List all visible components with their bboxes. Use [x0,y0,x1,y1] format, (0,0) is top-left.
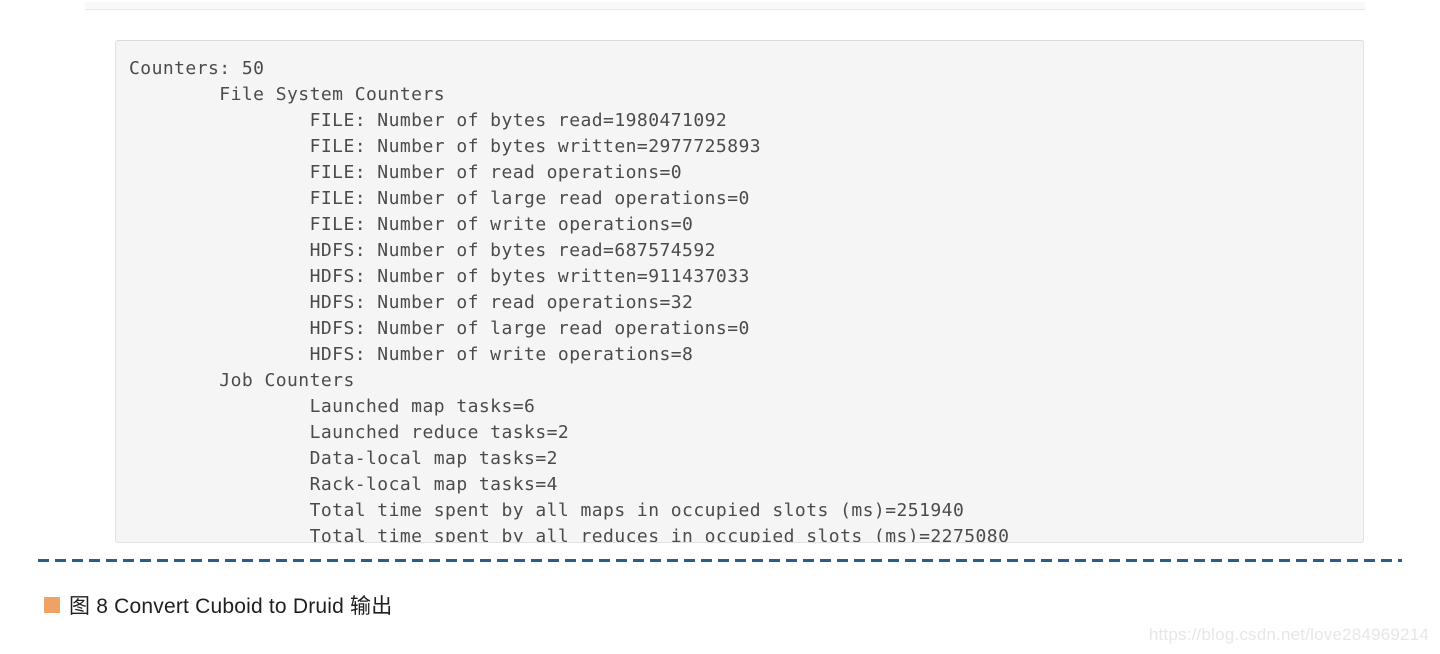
caption-text: 图 8 Convert Cuboid to Druid 输出 [69,595,393,618]
figure-caption: 图 8 Convert Cuboid to Druid 输出 [44,592,392,618]
watermark: https://blog.csdn.net/love284969214 [1148,625,1429,644]
console-output-box: Counters: 50 File System Counters FILE: … [115,40,1364,543]
previous-block-edge [85,2,1365,10]
caption-bullet-square [44,597,60,613]
dashed-divider [38,559,1402,562]
console-output: Counters: 50 File System Counters FILE: … [129,58,1010,543]
